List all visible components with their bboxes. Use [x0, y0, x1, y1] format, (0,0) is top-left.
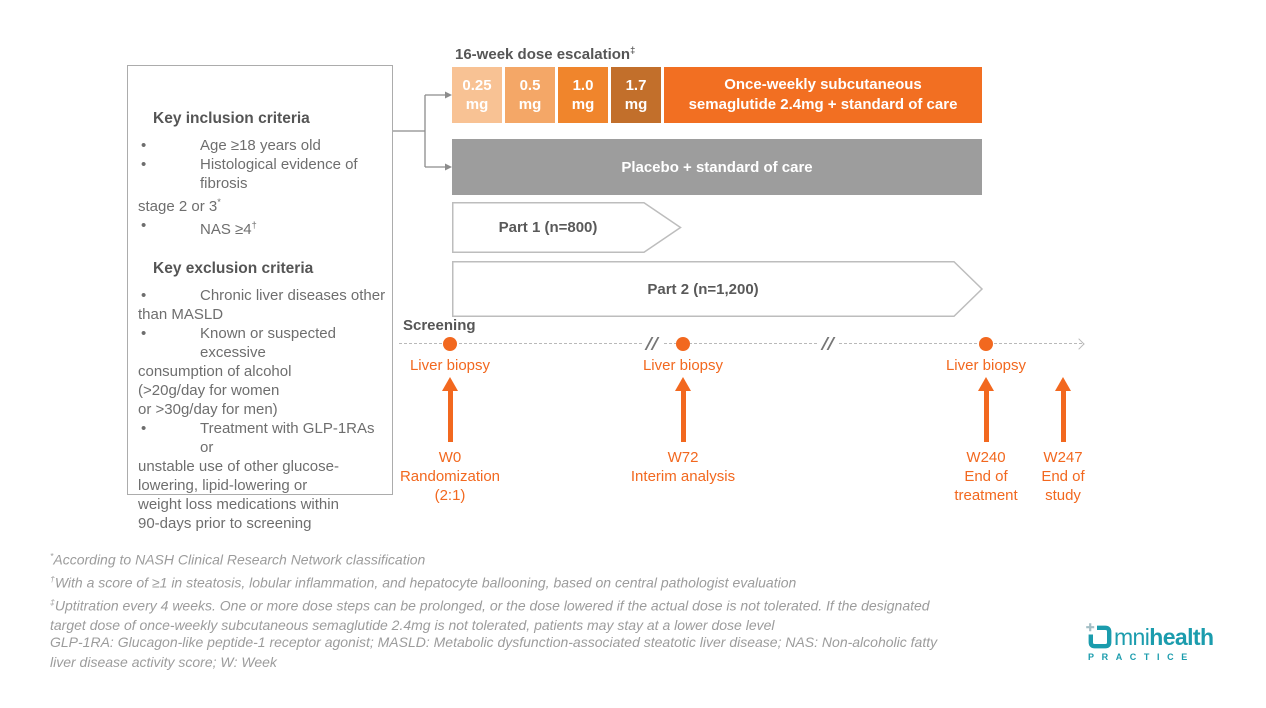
timeline-dot-icon: [676, 337, 690, 351]
abbreviation-line: liver disease activity score; W: Week: [50, 653, 277, 670]
criteria-line: •Histological evidence of fibrosis: [141, 156, 358, 192]
milestone-up-arrow-icon: [1055, 377, 1071, 442]
milestone-up-arrow-icon: [978, 377, 994, 442]
exclusion-criteria-list: •Chronic liver diseases other than MASLD •…: [128, 286, 388, 533]
part2-arrow-shape: [452, 261, 984, 317]
treatment-label-line2: semaglutide 2.4mg + standard of care: [688, 96, 958, 113]
placebo-arm-box: Placebo + standard of care: [452, 139, 982, 195]
eligibility-criteria-box: Key inclusion criteria •Age ≥18 years ol…: [127, 65, 393, 532]
liver-biopsy-label: Liver biopsy: [642, 357, 724, 374]
exclusion-criteria-title: Key exclusion criteria: [153, 260, 314, 277]
arrowhead-icon: [445, 163, 452, 171]
part1-label: Part 1 (n=800): [498, 219, 598, 236]
dose-escalation-footnote-marker: ‡: [630, 45, 636, 55]
dose-escalation-title-text: 16-week dose escalation: [455, 46, 631, 63]
footnote-line: ‡Uptitration every 4 weeks. One or more …: [50, 597, 930, 614]
bullet-icon: •: [141, 156, 147, 173]
criteria-line: than MASLD: [138, 306, 224, 323]
timeline-break-icon: [818, 334, 838, 353]
timeline-dashed-line: [399, 343, 1082, 344]
criteria-line: •NAS ≥4†: [141, 217, 257, 238]
timeline-dot-icon: [979, 337, 993, 351]
criteria-line: stage 2 or 3*: [138, 197, 221, 215]
inclusion-criteria-title: Key inclusion criteria: [153, 110, 310, 127]
screening-label: Screening: [403, 317, 476, 334]
criteria-line: •Treatment with GLP-1RAs or: [141, 420, 375, 456]
abbreviations: GLP-1RA: Glucagon-like peptide-1 recepto…: [50, 633, 937, 672]
placebo-label: Placebo + standard of care: [621, 158, 813, 176]
bullet-icon: •: [141, 420, 147, 437]
logo-text-light: mni: [1114, 624, 1150, 650]
criteria-line: lowering, lipid-lowering or: [138, 477, 308, 494]
randomization-connector-lines: [393, 91, 452, 171]
criteria-line: consumption of alcohol: [138, 363, 292, 380]
criteria-line: or >30g/day for men): [138, 401, 278, 418]
bullet-icon: •: [141, 287, 147, 304]
criteria-line: •Chronic liver diseases other: [141, 287, 386, 304]
part2-label: Part 2 (n=1,200): [647, 280, 759, 298]
footnote-line: †With a score of ≥1 in steatosis, lobula…: [50, 574, 797, 591]
arrowhead-icon: [445, 91, 452, 99]
milestone-up-arrow-icon: [442, 377, 458, 442]
inclusion-criteria-list: •Age ≥18 years old •Histological evidence…: [128, 136, 388, 239]
criteria-line: •Known or suspected excessive: [141, 325, 336, 361]
criteria-line: •Age ≥18 years old: [141, 137, 321, 154]
bullet-icon: •: [141, 325, 147, 342]
footnote-line: target dose of once-weekly subcutaneous …: [50, 617, 775, 634]
part1-arrow-shape: [452, 202, 682, 253]
treatment-label-line1: Once-weekly subcutaneous: [724, 76, 922, 93]
criteria-line: unstable use of other glucose-: [138, 458, 339, 475]
footnote-line: *According to NASH Clinical Research Net…: [50, 551, 426, 568]
omnihealth-logo-icon: [1086, 623, 1112, 649]
logo-text-bold: health: [1149, 624, 1214, 650]
liver-biopsy-label: Liver biopsy: [945, 357, 1027, 374]
logo-wordmark: mnihealth: [1114, 624, 1214, 650]
timeline-arrowhead-icon: [1073, 338, 1085, 350]
abbreviation-line: GLP-1RA: Glucagon-like peptide-1 recepto…: [50, 634, 938, 650]
criteria-line: weight loss medications within: [138, 496, 339, 513]
timeline-dot-icon: [443, 337, 457, 351]
semaglutide-arm-box: Once-weekly subcutaneous semaglutide 2.4…: [664, 67, 982, 123]
footnotes: *According to NASH Clinical Research Net…: [50, 547, 930, 636]
liver-biopsy-label: Liver biopsy: [409, 357, 491, 374]
logo-subtext: PRACTICE: [1088, 652, 1195, 662]
bullet-icon: •: [141, 137, 147, 154]
timeline-break-icon: [642, 334, 662, 353]
criteria-line: (>20g/day for women: [138, 382, 280, 399]
bullet-icon: •: [141, 217, 147, 234]
criteria-line: 90-days prior to screening: [138, 515, 312, 532]
milestone-up-arrow-icon: [675, 377, 691, 442]
omnihealth-logo: mnihealth PRACTICE: [1086, 623, 1214, 662]
dose-escalation-title: 16-week dose escalation‡: [455, 45, 635, 63]
